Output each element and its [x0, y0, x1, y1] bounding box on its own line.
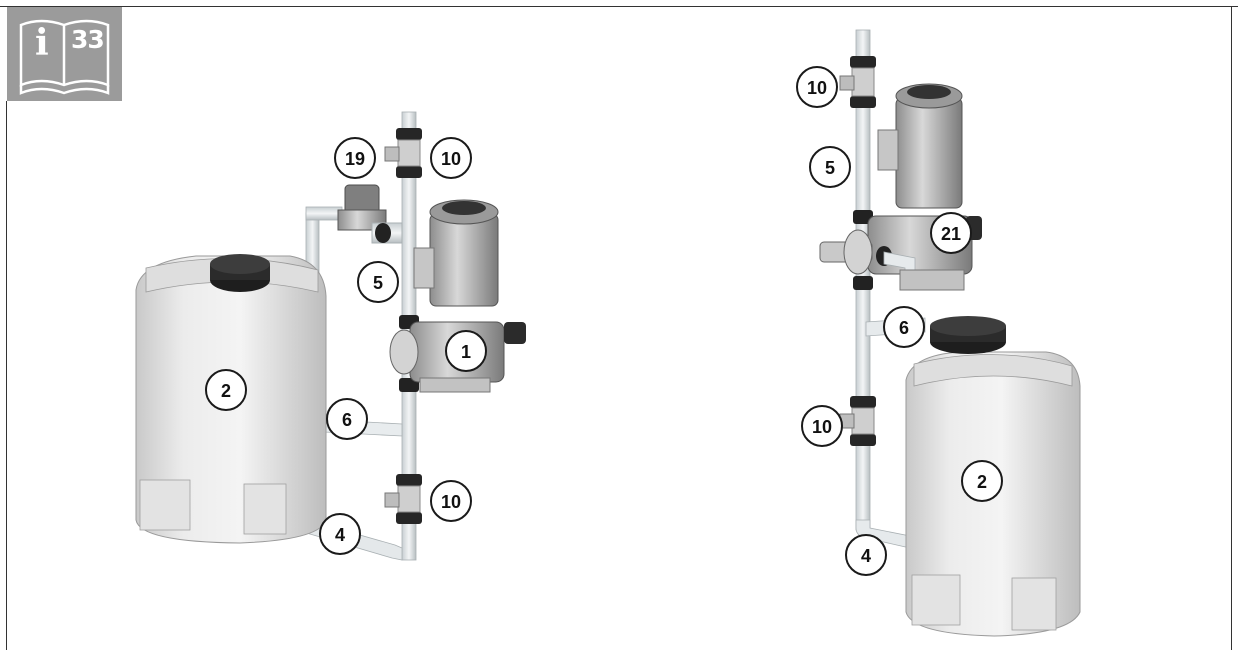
- left-valve-bottom-lever: [384, 492, 400, 508]
- callout-4: 4: [845, 534, 887, 576]
- callout-label: 5: [373, 273, 383, 293]
- callout-10: 10: [796, 66, 838, 108]
- callout-circle: [319, 513, 361, 555]
- left-motor-cap: [442, 201, 486, 215]
- callout-label: 10: [812, 417, 832, 437]
- callout-circle: [796, 66, 838, 108]
- badge-number: 33: [71, 25, 105, 54]
- right-motor-terminal: [877, 129, 899, 171]
- callout-label: 19: [345, 149, 365, 169]
- right-valve-top-ring: [850, 56, 876, 68]
- callout-label: 10: [807, 78, 827, 98]
- callout-4: 4: [319, 513, 361, 555]
- right-tank-foot-2: [1011, 577, 1057, 631]
- left-pump-base: [419, 377, 491, 393]
- left-motor-body: [429, 213, 499, 307]
- left-valve-top-lever: [384, 146, 400, 162]
- callout-6: 6: [883, 306, 925, 348]
- right-tank-foot: [911, 574, 961, 626]
- left-pump-knob: [504, 322, 526, 344]
- left-valve-top-ring: [396, 128, 422, 140]
- callout-21: 21: [930, 212, 972, 254]
- right-valve-top-body: [851, 67, 875, 97]
- callout-label: 2: [221, 381, 231, 401]
- left-tank-lid-top: [210, 254, 270, 274]
- right-tank-handle-rim: [913, 354, 1073, 387]
- right-pump-base: [899, 269, 965, 291]
- callout-circle: [430, 480, 472, 522]
- callout-circle: [845, 534, 887, 576]
- right-pump-outlet-fitting: [853, 210, 873, 224]
- callout-circle: [430, 137, 472, 179]
- right-pump-head-flange: [843, 229, 873, 275]
- left-valve-bottom-body: [397, 485, 421, 513]
- callout-label: 2: [977, 472, 987, 492]
- left-valve-top-ring-2: [396, 166, 422, 178]
- callout-circle: [961, 460, 1003, 502]
- callouts: 19 10 5 1 2 6 10 4 10 5 21 6 10 2 4: [205, 66, 1003, 576]
- left-tank-foot: [139, 479, 191, 531]
- callout-10: 10: [430, 137, 472, 179]
- right-pump-inlet-fitting: [853, 276, 873, 290]
- right-motor-body: [895, 97, 963, 209]
- callout-label: 1: [461, 342, 471, 362]
- callout-circle: [334, 137, 376, 179]
- right-tank-lid-top: [930, 316, 1006, 336]
- callout-circle: [809, 146, 851, 188]
- left-motor-terminal: [413, 247, 435, 289]
- left-valve-bottom-ring: [396, 474, 422, 486]
- callout-circle: [445, 330, 487, 372]
- right-valve-bottom-ring: [850, 396, 876, 408]
- left-return-pipe-top: [305, 206, 343, 221]
- right-valve-bottom-ring-2: [850, 434, 876, 446]
- callout-2: 2: [961, 460, 1003, 502]
- callout-label: 6: [342, 410, 352, 430]
- callout-label: 10: [441, 149, 461, 169]
- callout-circle: [326, 398, 368, 440]
- callout-5: 5: [357, 261, 399, 303]
- callout-label: 4: [861, 546, 871, 566]
- book-icon: [19, 19, 110, 95]
- callout-10: 10: [430, 480, 472, 522]
- callout-circle: [205, 369, 247, 411]
- callout-2: 2: [205, 369, 247, 411]
- right-valve-top-lever: [839, 75, 855, 91]
- callout-circle: [801, 405, 843, 447]
- callout-label: 5: [825, 158, 835, 178]
- info-badge: i 33: [7, 7, 122, 101]
- callout-label: 4: [335, 525, 345, 545]
- callout-circle: [357, 261, 399, 303]
- left-tank-foot-2: [243, 483, 287, 535]
- callout-label: 6: [899, 318, 909, 338]
- callout-19: 19: [334, 137, 376, 179]
- callout-circle: [930, 212, 972, 254]
- left-valve-bottom-ring-2: [396, 512, 422, 524]
- right-valve-top-ring-2: [850, 96, 876, 108]
- relief-valve-port: [375, 223, 391, 243]
- left-pump-head: [389, 329, 419, 375]
- callout-1: 1: [445, 330, 487, 372]
- right-motor-cap: [907, 85, 951, 99]
- right-valve-bottom-body: [851, 407, 875, 435]
- left-valve-top-body: [397, 139, 421, 167]
- callout-label: 21: [941, 224, 961, 244]
- callout-6: 6: [326, 398, 368, 440]
- callout-5: 5: [809, 146, 851, 188]
- callout-label: 10: [441, 492, 461, 512]
- callout-circle: [883, 306, 925, 348]
- info-letter: i: [35, 22, 49, 64]
- callout-10: 10: [801, 405, 843, 447]
